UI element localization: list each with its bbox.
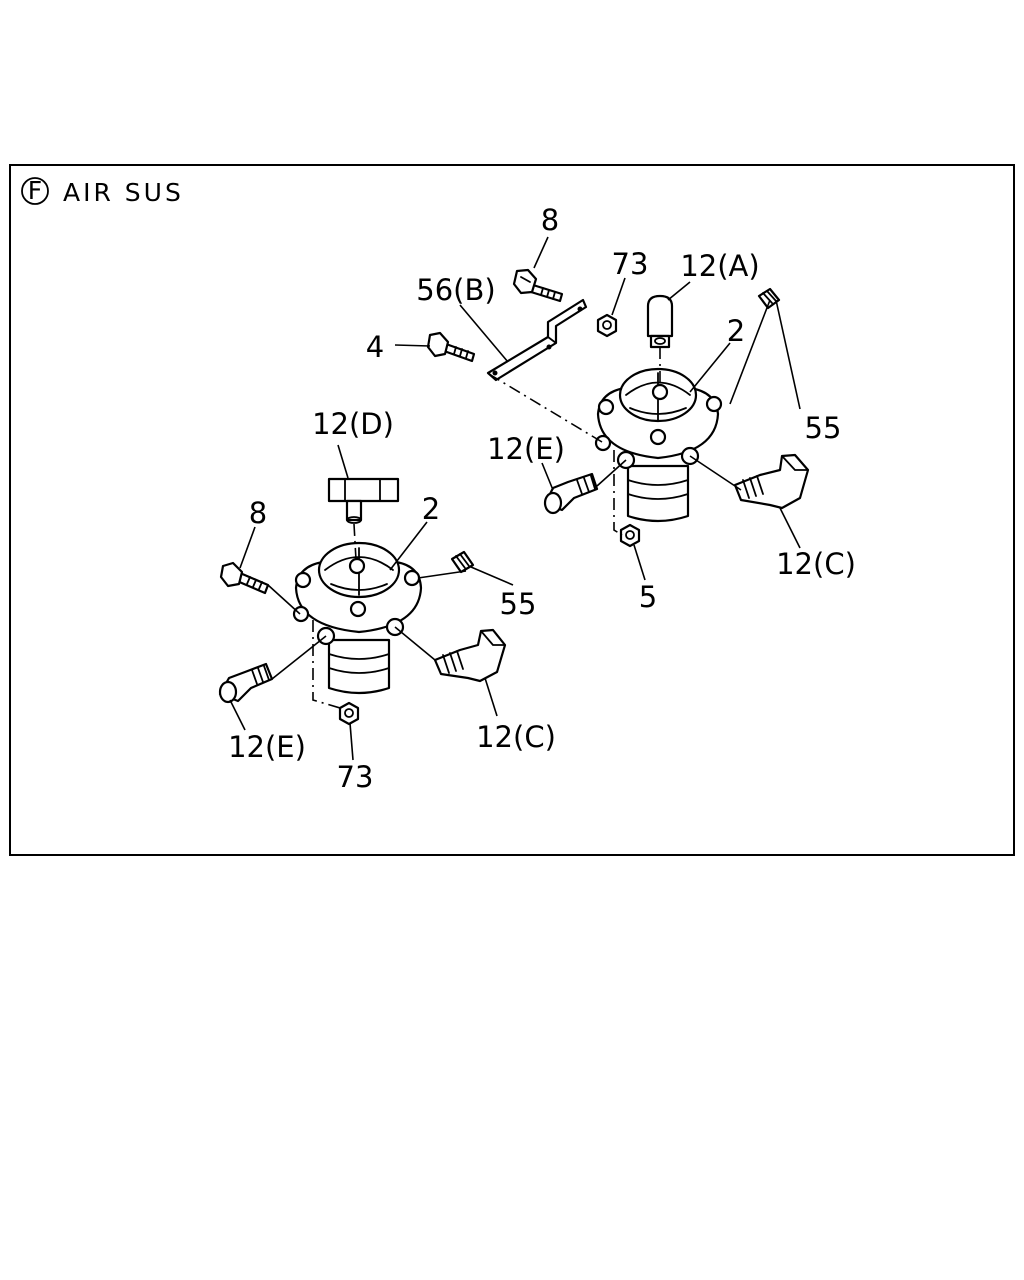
bolt-8-top <box>512 268 564 303</box>
callout-union-12c-left: 12(C) <box>476 720 556 754</box>
plug-55-left <box>450 550 475 574</box>
callout-bolt-8-left: 8 <box>249 496 267 530</box>
bolt-8-left <box>219 561 270 595</box>
callout-valve-2-right: 2 <box>727 314 745 348</box>
callout-union-12d: 12(D) <box>312 407 394 441</box>
callout-nut-5: 5 <box>639 580 657 614</box>
callout-union-12a: 12(A) <box>680 249 759 283</box>
union-12c-right <box>733 453 810 510</box>
callout-valve-2-left: 2 <box>422 492 440 526</box>
callout-union-12e-right: 12(E) <box>487 432 565 466</box>
union-12a <box>646 294 674 349</box>
callout-nut-73-left: 73 <box>337 760 374 794</box>
leader-lines <box>229 236 801 761</box>
plug-55-right <box>757 287 781 310</box>
callout-bolt-4: 4 <box>366 330 384 364</box>
callout-union-12e-left: 12(E) <box>228 730 306 764</box>
nut-5 <box>619 523 641 548</box>
bolt-4 <box>426 331 476 363</box>
section-marker-circle <box>21 177 49 205</box>
diagram-frame <box>9 164 1015 856</box>
section-marker: F <box>28 176 42 205</box>
callout-plug-55-left: 55 <box>500 587 537 621</box>
nut-73-left <box>338 701 360 726</box>
bracket-56b <box>486 298 588 382</box>
valve-2-right <box>594 367 723 523</box>
callout-labels: 8 73 12(A) 56(B) 4 2 55 12(E) 12(D) 12(C… <box>228 203 856 794</box>
callout-bracket-56b: 56(B) <box>416 273 495 307</box>
union-12c-left <box>433 628 507 683</box>
callout-nut-73-top: 73 <box>612 247 649 281</box>
callout-bolt-8-top: 8 <box>541 203 559 237</box>
section-title: AIR SUS <box>63 178 184 207</box>
callout-union-12c-right: 12(C) <box>776 547 856 581</box>
union-12d <box>327 477 400 524</box>
section-header: F AIR SUS <box>21 176 184 207</box>
union-12e-right <box>543 472 599 515</box>
callout-plug-55-right: 55 <box>805 411 842 445</box>
valve-2-left <box>292 541 423 695</box>
nut-73-top <box>596 313 618 338</box>
union-12e-left <box>218 662 274 704</box>
